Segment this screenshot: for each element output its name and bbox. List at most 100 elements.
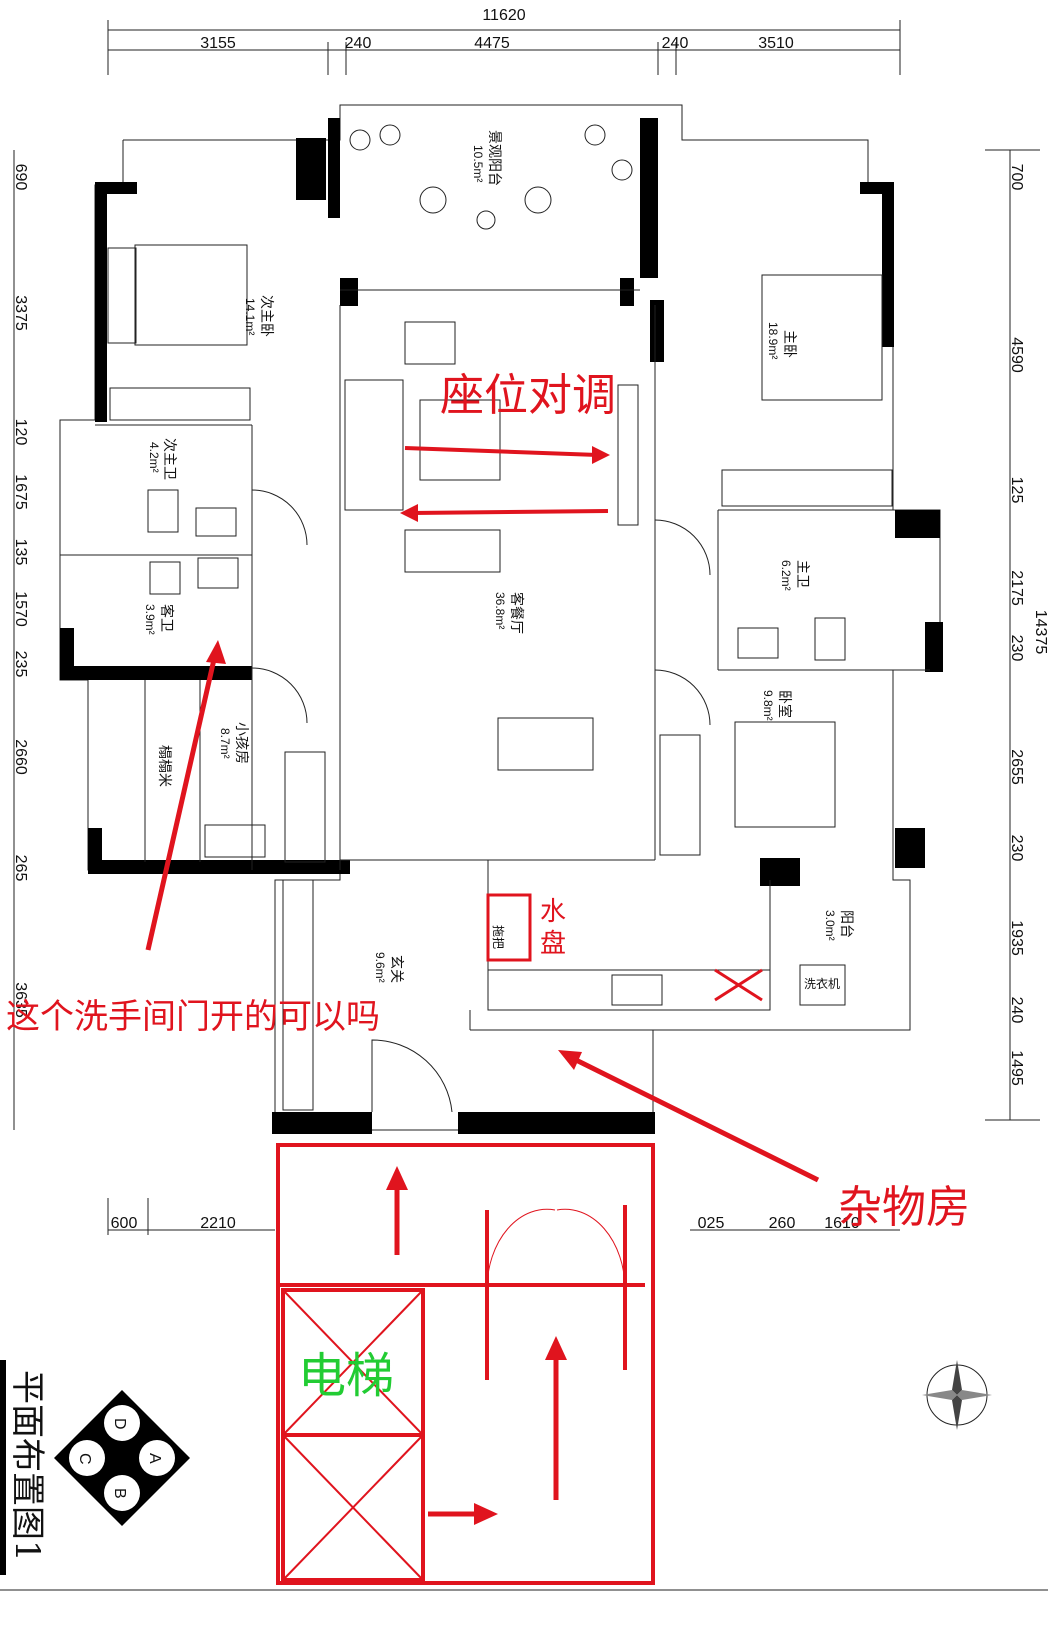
- toilet-icon: [149, 561, 181, 595]
- area-bedroom: 9.8m²: [761, 690, 775, 721]
- note-storage: 杂物房: [838, 1182, 970, 1233]
- compass-letter-d: D: [111, 1418, 128, 1430]
- kitchen-counter: [487, 969, 771, 1011]
- right-dimensions: 700 4590 125 2175 230 2655 230 1935 240 …: [985, 149, 1048, 1121]
- dim-left-2: 3375: [12, 295, 29, 331]
- dim-top-5: 3510: [758, 35, 794, 52]
- bed-icon: [734, 721, 836, 828]
- bed-icon: [134, 244, 248, 346]
- washbasin-icon: [737, 627, 779, 659]
- dim-right-partial: 14375: [1032, 610, 1048, 655]
- mop-sink-label: 拖把: [491, 925, 505, 949]
- room-guest-bath: 客卫: [158, 604, 175, 632]
- coffee-table-icon: [419, 399, 501, 481]
- bottom-dimensions: 600 2210 025 260 1610: [107, 1198, 900, 1235]
- dim-left-3: 120: [12, 419, 29, 446]
- note-bathroom-question: 这个洗手间门开的可以吗: [6, 997, 380, 1037]
- wardrobe-icon: [659, 734, 701, 856]
- chair-icon: [419, 186, 447, 214]
- elevator-shaft-2: [281, 1433, 425, 1582]
- room-second-master-bath: 次主卫: [161, 438, 177, 480]
- room-living-dining: 客餐厅: [508, 592, 525, 634]
- dim-right-10: 1495: [1008, 1050, 1025, 1086]
- area-master: 18.9m²: [766, 322, 780, 359]
- north-compass-icon: [922, 1360, 992, 1430]
- note-sink-2: 盘: [540, 929, 566, 959]
- room-bedroom: 卧室: [776, 690, 793, 718]
- toilet-icon: [814, 617, 846, 661]
- washer-icon: [799, 964, 846, 1006]
- note-sink-1: 水: [540, 897, 566, 927]
- dim-left-9: 265: [12, 855, 29, 882]
- note-seat-swap: 座位对调: [440, 370, 616, 421]
- washbasin-icon: [197, 557, 239, 589]
- note-sink: 水盘: [0, 0, 2, 1]
- compass-letter-b: B: [111, 1488, 128, 1499]
- plant-icon: [349, 129, 371, 151]
- dim-bottom-4: 260: [769, 1215, 796, 1232]
- dim-right-1: 700: [1008, 164, 1025, 191]
- washbasin-icon: [195, 507, 237, 537]
- toilet-icon: [147, 489, 179, 533]
- entry-door: [371, 1039, 453, 1113]
- dim-left-10: 3635: [12, 982, 29, 1018]
- wardrobe-icon: [109, 387, 251, 421]
- dim-right-4: 2175: [1008, 570, 1025, 606]
- bed-icon: [761, 274, 883, 401]
- area-second-master-bath: 4.2m²: [147, 442, 161, 473]
- dim-right-2: 4590: [1008, 337, 1025, 373]
- dim-left-5: 135: [12, 539, 29, 566]
- area-second-master: 14.1m²: [243, 298, 257, 335]
- chair-icon: [524, 186, 552, 214]
- area-kids: 8.7m²: [218, 728, 232, 759]
- dim-bottom-1: 600: [111, 1215, 138, 1232]
- plant-icon: [611, 159, 633, 181]
- room-master-bath: 主卫: [794, 560, 810, 588]
- walls: [59, 104, 943, 1134]
- room-kids: 小孩房: [233, 722, 249, 764]
- dim-right-7: 230: [1008, 835, 1025, 862]
- dim-left-7: 235: [12, 651, 29, 678]
- desk-icon: [204, 824, 266, 858]
- dim-right-3: 125: [1008, 477, 1025, 504]
- room-tatami: 榻榻米: [156, 745, 172, 787]
- table-icon: [476, 210, 496, 230]
- dim-left-1: 690: [12, 164, 29, 191]
- stove-icon: [611, 974, 663, 1006]
- plant-icon: [584, 124, 606, 146]
- compass-letter-c: C: [76, 1453, 93, 1465]
- title-block: 平面布置图1 D A C B: [0, 1360, 1048, 1591]
- left-dimensions: 690 3375 120 1675 135 1570 235 2660 265 …: [12, 150, 29, 1130]
- wardrobe-icon: [284, 751, 326, 863]
- dim-right-5: 230: [1008, 635, 1025, 662]
- furniture: [107, 124, 893, 1113]
- door-arc: [654, 669, 711, 726]
- area-balcony-view: 10.5m²: [471, 145, 485, 182]
- annotations: 座位对调 水 盘 水盘 这个洗手间门开的可以吗 杂物房 电梯: [0, 0, 970, 1585]
- sink-box: [486, 893, 532, 962]
- dim-top-4: 240: [662, 35, 689, 52]
- plan-title: 平面布置图1: [7, 1370, 47, 1562]
- top-dimensions: 11620 3155 240 4475 240 3510: [107, 7, 901, 75]
- tv-cabinet-icon: [617, 384, 639, 526]
- door-arc: [654, 519, 711, 576]
- armchair-icon: [404, 529, 501, 573]
- dim-overall: 11620: [482, 7, 525, 24]
- dim-right-9: 240: [1008, 997, 1025, 1024]
- dim-left-4: 1675: [12, 474, 29, 510]
- area-entry: 9.6m²: [373, 952, 387, 983]
- compass-letter-a: A: [146, 1453, 163, 1464]
- dim-top-1: 3155: [200, 35, 236, 52]
- plant-icon: [379, 124, 401, 146]
- dim-right-8: 1935: [1008, 920, 1025, 956]
- area-master-bath: 6.2m²: [779, 560, 793, 591]
- storage-room-outline: [276, 1143, 655, 1585]
- dim-bottom-3: 025: [698, 1215, 725, 1232]
- dim-left-8: 2660: [12, 739, 29, 775]
- room-balcony-small: 阳台: [838, 910, 854, 938]
- door-arc: [251, 667, 308, 724]
- shoe-cabinet: [282, 879, 314, 1111]
- dim-bottom-5: 1610: [824, 1215, 860, 1232]
- area-guest-bath: 3.9m²: [143, 604, 157, 635]
